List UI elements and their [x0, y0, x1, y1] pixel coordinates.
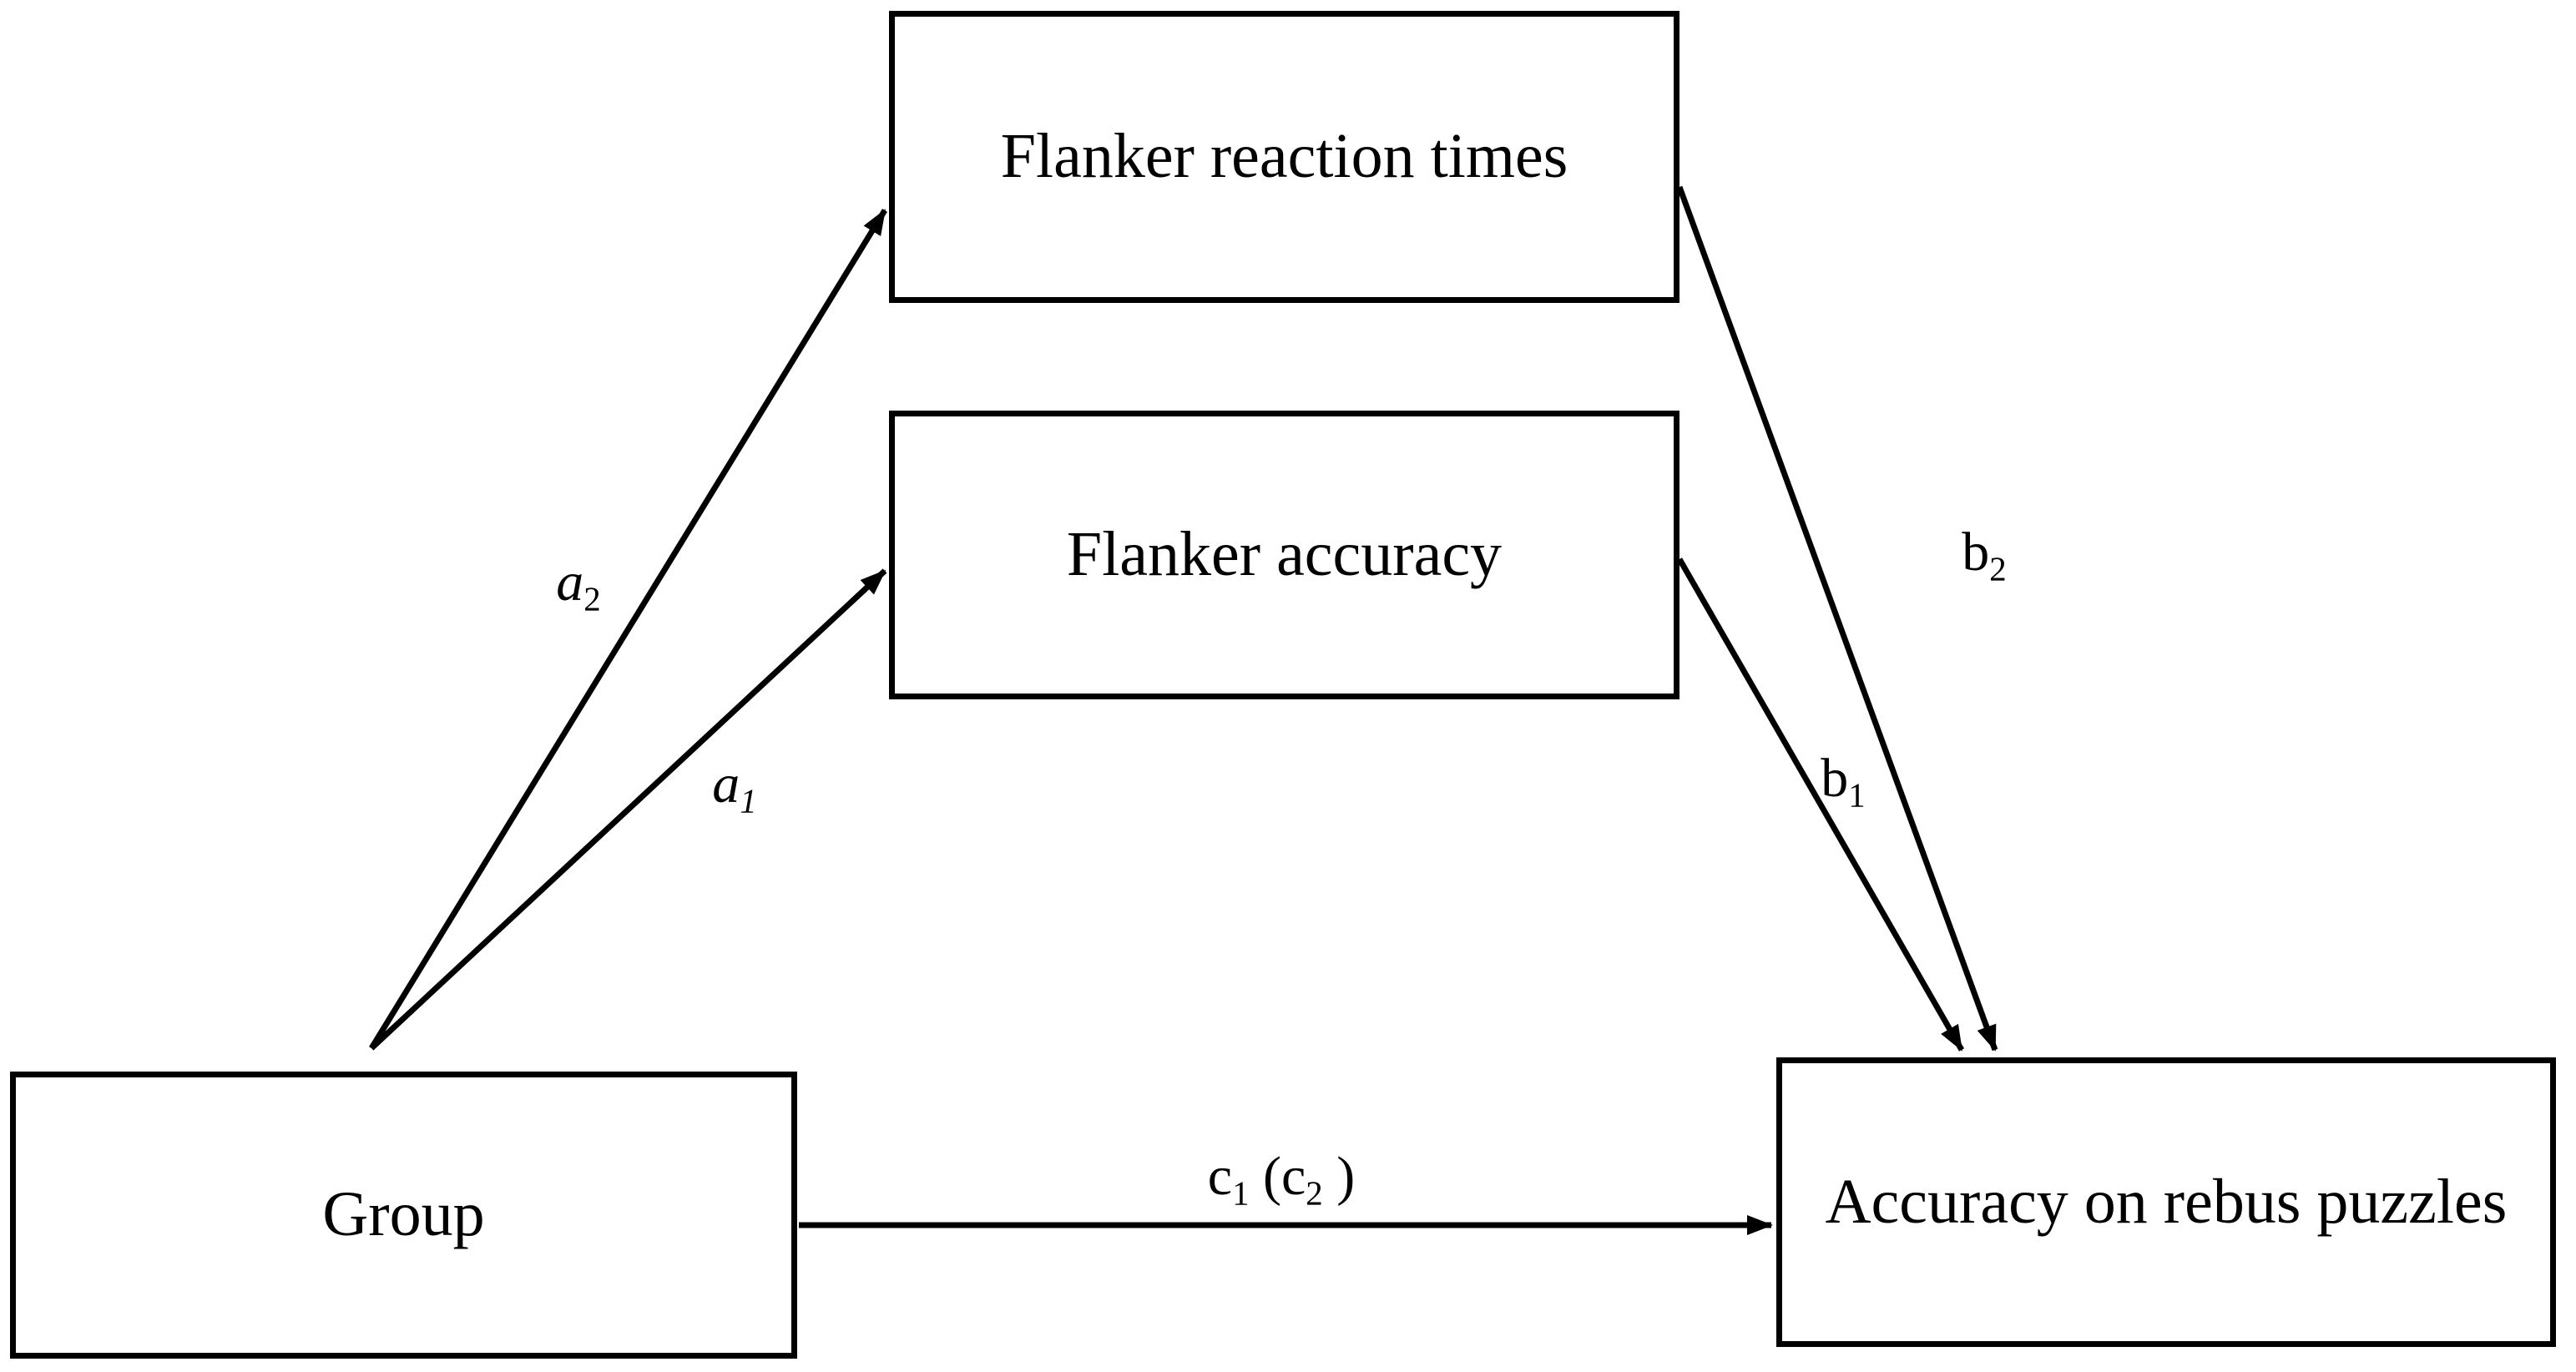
path-label-b1-base: b	[1821, 748, 1849, 809]
node-accuracy-rebus-puzzles-label: Accuracy on rebus puzzles	[1825, 1166, 2508, 1237]
path-label-a1-sub: 1	[740, 782, 757, 820]
edge-a1-arrow	[369, 568, 887, 1051]
path-label-a1: a1	[712, 753, 756, 818]
path-label-b1-sub: 1	[1848, 776, 1866, 815]
path-label-c-open-paren: (	[1249, 1146, 1281, 1207]
edge-a2-arrow	[369, 209, 887, 1050]
path-label-b2: b2	[1962, 521, 2006, 586]
node-flanker-accuracy: Flanker accuracy	[889, 411, 1679, 699]
path-label-c-base2: c	[1281, 1146, 1306, 1207]
node-group-label: Group	[322, 1179, 485, 1250]
node-flanker-accuracy-label: Flanker accuracy	[1066, 519, 1503, 590]
path-label-b2-sub: 2	[1989, 550, 2007, 588]
edge-b2-arrow	[1676, 185, 1998, 1052]
node-accuracy-rebus-puzzles: Accuracy on rebus puzzles	[1776, 1057, 2556, 1347]
path-label-c-close-paren: )	[1322, 1146, 1356, 1207]
path-label-c-sub: 1	[1232, 1174, 1250, 1213]
path-label-a2-sub: 2	[583, 580, 601, 618]
path-label-a2-base: a	[556, 552, 584, 613]
node-group: Group	[10, 1072, 797, 1359]
path-label-c-base: c	[1207, 1146, 1233, 1207]
path-label-a2: a2	[556, 551, 600, 616]
node-flanker-reaction-times-label: Flanker reaction times	[1000, 121, 1568, 192]
path-label-b2-base: b	[1962, 522, 1990, 583]
path-label-b1: b1	[1821, 747, 1865, 812]
node-flanker-reaction-times: Flanker reaction times	[889, 11, 1679, 303]
path-label-c: c1 (c2 )	[1207, 1145, 1356, 1210]
path-label-a1-base: a	[712, 754, 740, 815]
path-label-c-sub2: 2	[1306, 1174, 1323, 1213]
